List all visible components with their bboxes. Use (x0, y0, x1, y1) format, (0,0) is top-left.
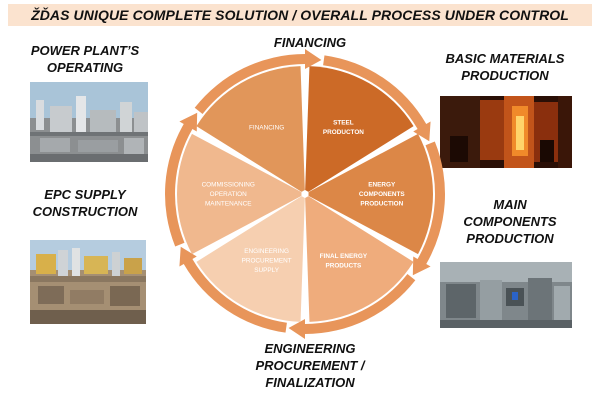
segment-label-line: SUPPLY (254, 267, 279, 274)
segment-label-line: PROCUREMENT (242, 258, 292, 265)
construction-site-photo (30, 240, 146, 324)
factory-hall-photo (440, 262, 572, 328)
segment-label-line: COMMISSIONING (202, 182, 255, 189)
segment-label-line: PRODUCTON (323, 129, 364, 136)
label-basic-materials-line2: PRODUCTION (461, 68, 549, 83)
segment-label-energy-components: ENERGY COMPONENTS PRODUCTION (359, 182, 406, 208)
segment-steel (305, 66, 414, 192)
segment-engineering (196, 196, 305, 322)
label-engineering: ENGINEERING PROCUREMENT / FINALIZATION (235, 340, 385, 391)
power-plant-photo (30, 82, 148, 162)
label-main-components-line1: MAIN (493, 197, 527, 212)
segment-label-financing: FINANCING (249, 124, 284, 131)
segment-label-steel: STEEL PRODUCTON (323, 120, 364, 136)
segment-label-line: COMPONENTS (359, 191, 406, 198)
segment-label-commissioning: COMMISSIONING OPERATION MAINTENANCE (202, 182, 255, 208)
cycle-segments: FINANCING STEEL PRODUCTON ENERGY COMPONENTS P… (177, 66, 433, 322)
label-engineering-line3: FINALIZATION (265, 375, 355, 390)
cycle-arrow (165, 112, 198, 247)
segment-label-line: FINAL ENERGY (320, 253, 368, 260)
label-engineering-line2: PROCUREMENT / (255, 358, 365, 373)
segment-label-line: FINANCING (249, 124, 284, 131)
segment-commissioning (177, 133, 302, 255)
label-main-components-line3: PRODUCTION (466, 231, 554, 246)
segment-label-final-energy: FINAL ENERGY PRODUCTS (320, 253, 368, 270)
segment-label-line: OPERATION (210, 191, 248, 198)
label-financing-text: FINANCING (273, 35, 347, 50)
segment-label-line: PRODUCTS (325, 262, 362, 269)
label-epc-supply-line1: EPC SUPPLY (44, 187, 126, 202)
segment-energy-components (308, 133, 433, 255)
label-main-components-line2: COMPONENTS (463, 214, 557, 229)
cycle-arrow (179, 246, 287, 333)
segment-label-line: ENGINEERING (244, 248, 289, 255)
steel-mill-photo (440, 96, 572, 168)
segment-financing (196, 66, 305, 192)
title-banner: ŽĎAS UNIQUE COMPLETE SOLUTION / OVERALL … (8, 4, 592, 26)
label-engineering-line1: ENGINEERING (264, 341, 356, 356)
label-power-plant-line2: OPERATING (46, 60, 124, 75)
cycle-arrow (288, 274, 416, 339)
segment-label-line: MAINTENANCE (205, 201, 252, 208)
segment-label-engineering: ENGINEERING PROCUREMENT SUPPLY (242, 248, 292, 274)
cycle-arrows (165, 49, 445, 339)
label-epc-supply-line2: CONSTRUCTION (32, 204, 138, 219)
cycle-arrow (194, 49, 322, 114)
label-power-plant-line1: POWER PLANT’S (30, 43, 140, 58)
label-basic-materials-line1: BASIC MATERIALS (445, 51, 565, 66)
segment-label-line: PRODUCTION (360, 201, 403, 208)
segment-final-energy (305, 196, 414, 322)
cycle-arrow (412, 141, 445, 276)
label-main-components: MAIN COMPONENTS PRODUCTION (440, 196, 580, 247)
label-power-plant: POWER PLANT’S OPERATING (22, 42, 148, 76)
label-epc-supply: EPC SUPPLY CONSTRUCTION (22, 186, 148, 220)
segment-label-line: STEEL (333, 120, 354, 127)
label-basic-materials: BASIC MATERIALS PRODUCTION (430, 50, 580, 84)
segment-label-line: ENERGY (368, 182, 396, 189)
cycle-arrow (323, 55, 431, 142)
label-financing: FINANCING (250, 34, 370, 51)
page-title: ŽĎAS UNIQUE COMPLETE SOLUTION / OVERALL … (31, 7, 569, 23)
